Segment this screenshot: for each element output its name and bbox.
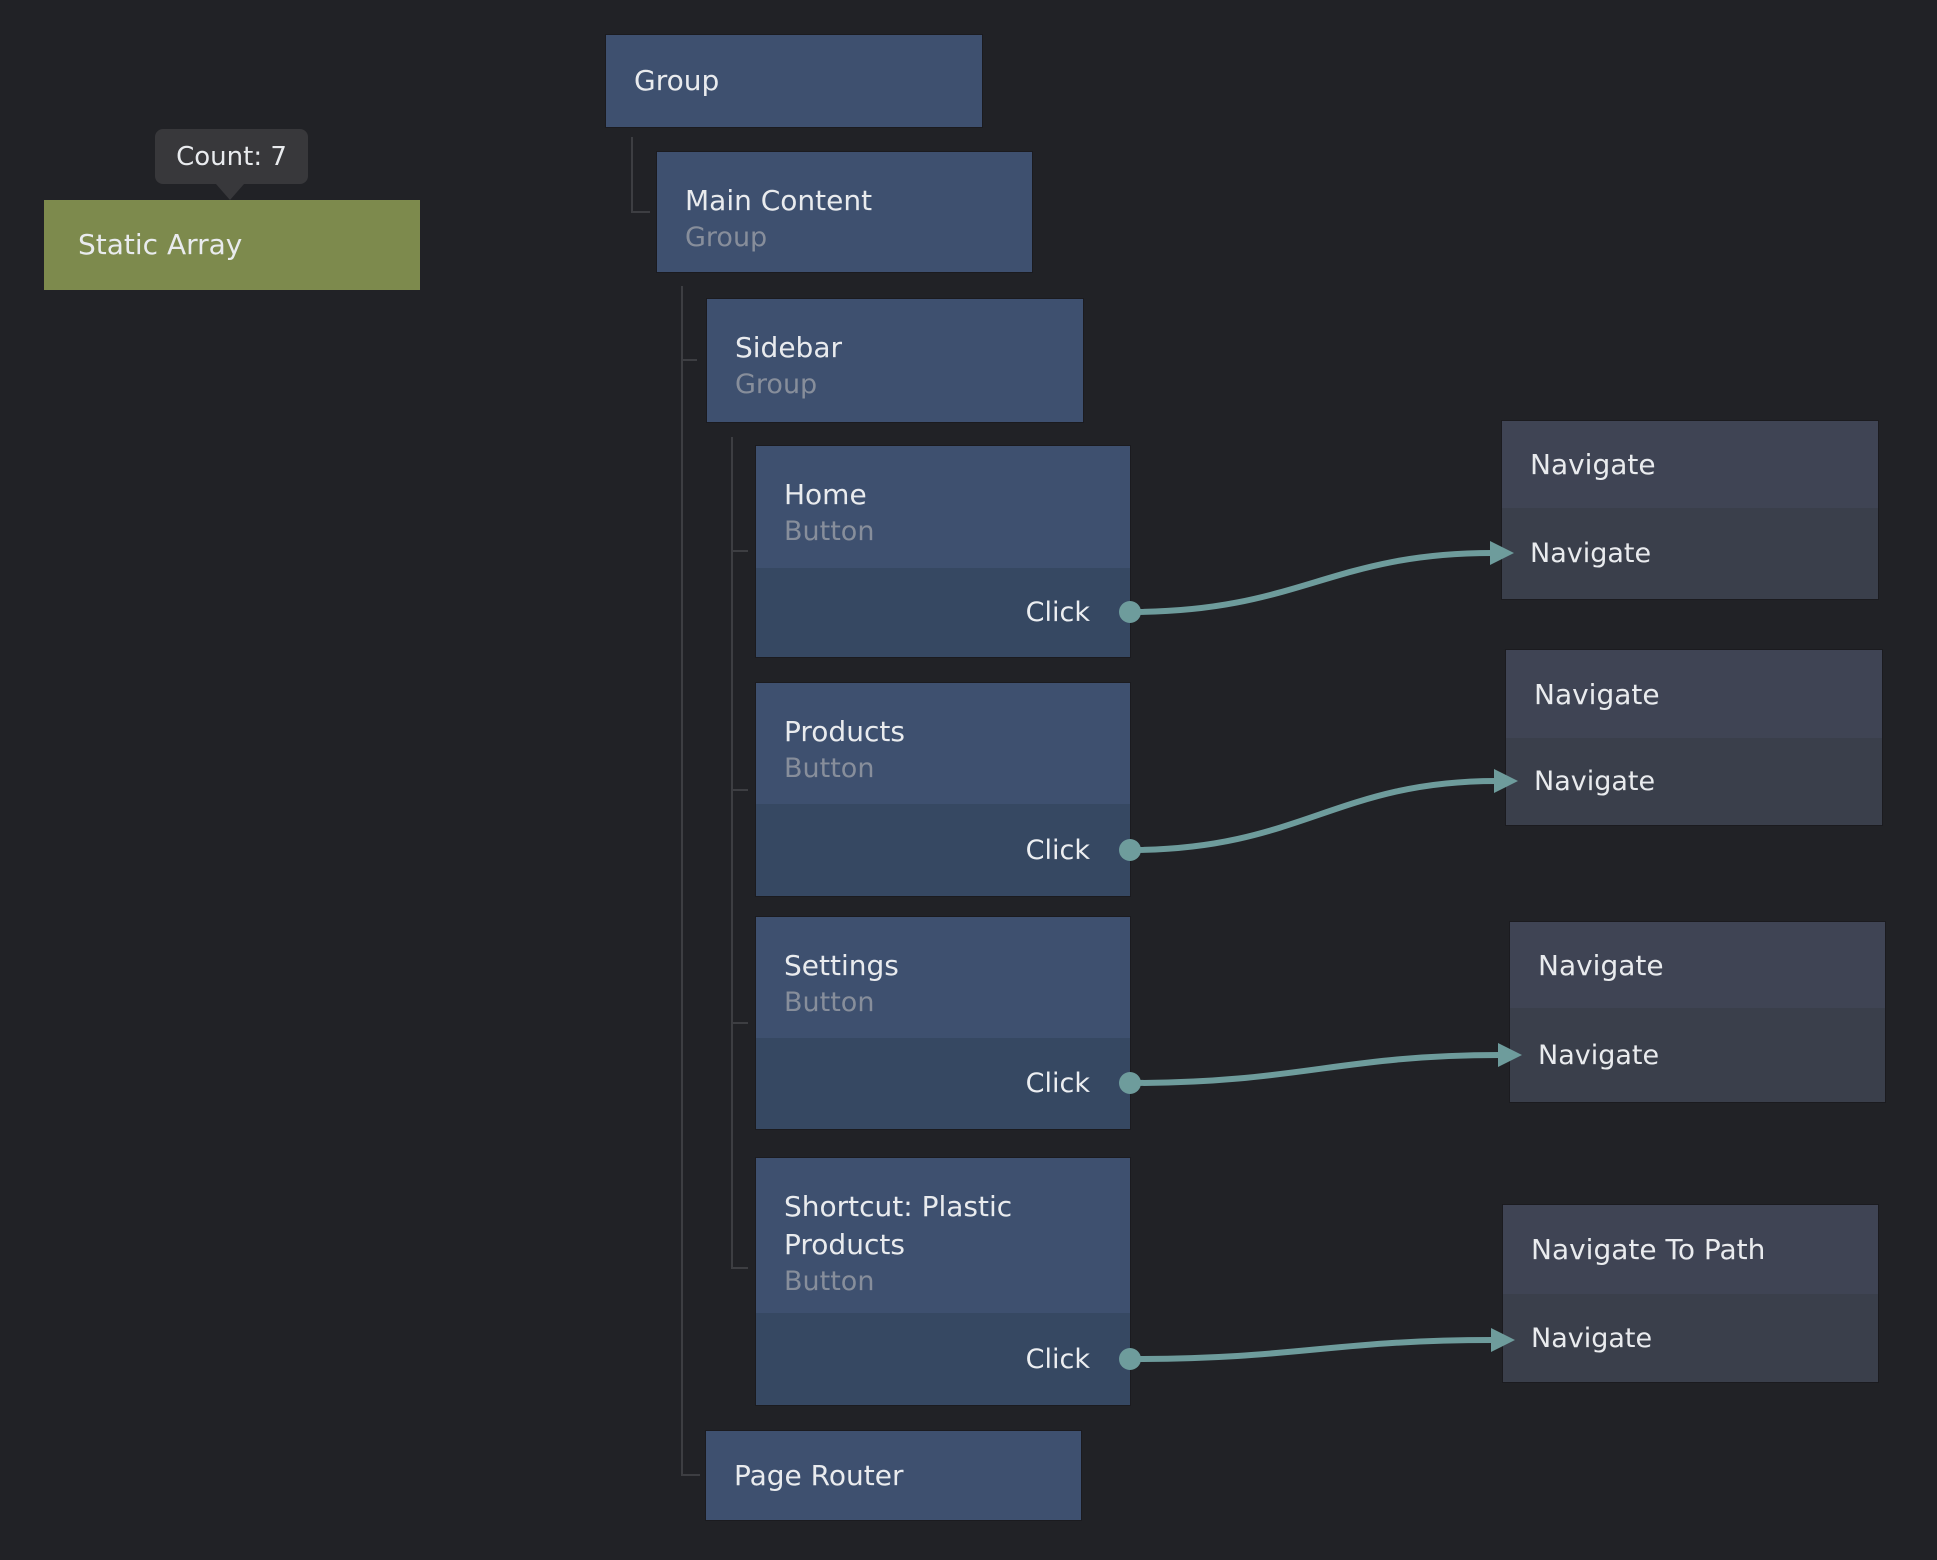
node-title: Navigate bbox=[1530, 448, 1656, 481]
node-navigate-1[interactable]: Navigate Navigate bbox=[1502, 421, 1878, 599]
node-type-label: Group bbox=[685, 220, 1012, 256]
wire-settings-click-to-navigate[interactable] bbox=[1130, 1055, 1500, 1083]
port-label-click: Click bbox=[1026, 597, 1090, 628]
navigate-input-port-row[interactable]: Navigate bbox=[1510, 1008, 1885, 1102]
node-title: Settings bbox=[784, 947, 1110, 985]
node-title: Group bbox=[634, 62, 719, 100]
node-title: Navigate bbox=[1538, 949, 1664, 982]
navigate-input-port-row[interactable]: Navigate bbox=[1503, 1294, 1878, 1382]
node-type-label: Button bbox=[784, 514, 1110, 550]
node-title: Products bbox=[784, 713, 1110, 751]
node-title: Navigate bbox=[1534, 678, 1660, 711]
node-settings-button[interactable]: Settings Button Click bbox=[756, 917, 1130, 1129]
count-tooltip: Count: 7 bbox=[155, 129, 308, 184]
node-static-array[interactable]: Static Array bbox=[44, 200, 420, 290]
node-type-label: Button bbox=[784, 985, 1110, 1021]
tree-connector-group-maincontent bbox=[632, 137, 650, 212]
node-title: Sidebar bbox=[735, 329, 1063, 367]
count-tooltip-label: Count: 7 bbox=[176, 142, 287, 172]
wire-home-click-to-navigate[interactable] bbox=[1130, 553, 1492, 612]
node-title: Static Array bbox=[78, 226, 242, 264]
node-navigate-2[interactable]: Navigate Navigate bbox=[1506, 650, 1882, 825]
node-navigate-to-path[interactable]: Navigate To Path Navigate bbox=[1503, 1205, 1878, 1382]
node-products-button[interactable]: Products Button Click bbox=[756, 683, 1130, 896]
port-label-click: Click bbox=[1026, 835, 1090, 866]
click-output-port-row[interactable]: Click bbox=[756, 1038, 1130, 1129]
node-title: Page Router bbox=[734, 1457, 903, 1495]
node-sidebar[interactable]: Sidebar Group bbox=[707, 299, 1083, 422]
node-main-content[interactable]: Main Content Group bbox=[657, 152, 1032, 272]
node-title: Shortcut: Plastic Products bbox=[784, 1188, 1110, 1264]
port-label-navigate: Navigate bbox=[1538, 1040, 1659, 1071]
port-label-click: Click bbox=[1026, 1344, 1090, 1375]
node-shortcut-plastic-products-button[interactable]: Shortcut: Plastic Products Button Click bbox=[756, 1158, 1130, 1405]
node-type-label: Group bbox=[735, 367, 1063, 403]
click-output-port-row[interactable]: Click bbox=[756, 1313, 1130, 1405]
node-type-label: Button bbox=[784, 751, 1110, 787]
node-title: Main Content bbox=[685, 182, 1012, 220]
port-label-click: Click bbox=[1026, 1068, 1090, 1099]
count-tooltip-caret bbox=[216, 184, 244, 200]
navigate-input-port-row[interactable]: Navigate bbox=[1502, 508, 1878, 599]
node-home-button[interactable]: Home Button Click bbox=[756, 446, 1130, 657]
click-output-port-row[interactable]: Click bbox=[756, 804, 1130, 896]
node-title: Home bbox=[784, 476, 1110, 514]
node-navigate-3[interactable]: Navigate Navigate bbox=[1510, 922, 1885, 1102]
port-label-navigate: Navigate bbox=[1531, 1323, 1652, 1354]
port-label-navigate: Navigate bbox=[1530, 538, 1651, 569]
tree-connector-sidebar-shortcut bbox=[732, 437, 748, 1268]
node-title: Navigate To Path bbox=[1531, 1233, 1765, 1266]
navigate-input-port-row[interactable]: Navigate bbox=[1506, 738, 1882, 825]
wire-shortcut-click-to-navigate-to-path[interactable] bbox=[1130, 1340, 1493, 1359]
node-type-label: Button bbox=[784, 1264, 1110, 1300]
node-group[interactable]: Group bbox=[606, 35, 982, 127]
port-label-navigate: Navigate bbox=[1534, 766, 1655, 797]
tree-connector-maincontent-pagerouter bbox=[682, 286, 700, 1475]
wire-products-click-to-navigate[interactable] bbox=[1130, 781, 1496, 850]
node-page-router[interactable]: Page Router bbox=[706, 1431, 1081, 1520]
click-output-port-row[interactable]: Click bbox=[756, 568, 1130, 657]
